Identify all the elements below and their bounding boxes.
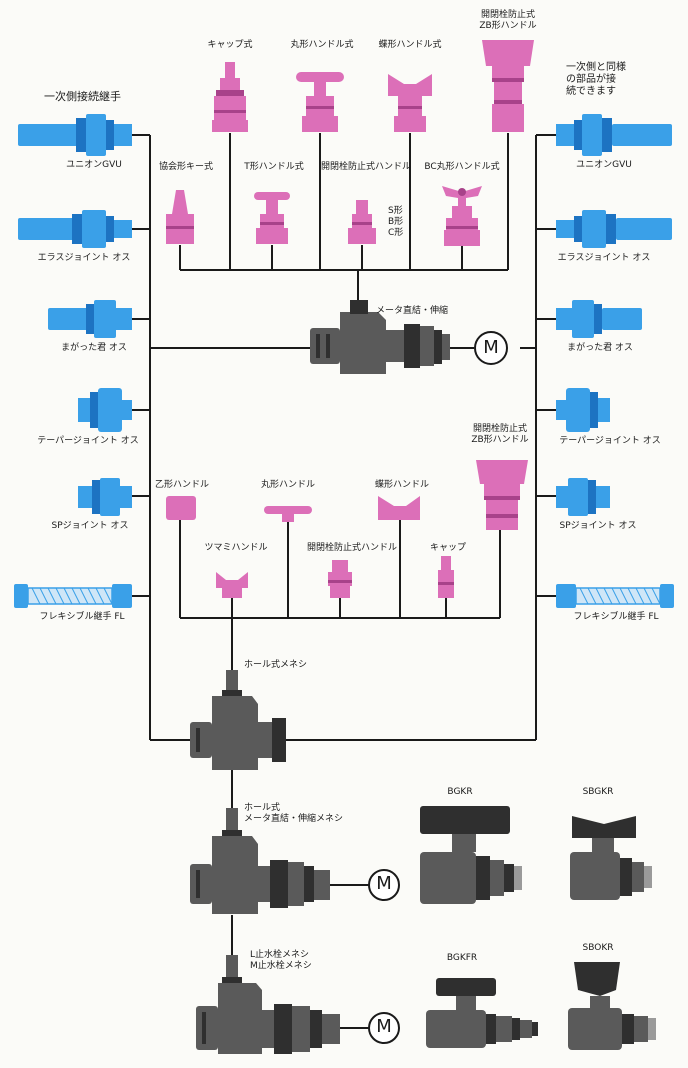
lower-handle-label: 開閉栓防止式ハンドル	[307, 543, 397, 554]
hole-label: ホール式メネシ	[244, 660, 307, 671]
lower-handle-label: キャップ	[430, 543, 466, 554]
lower-handle-label: 開閉栓防止式 ZB形ハンドル	[471, 424, 528, 446]
right-fitting-label: まがった君 オス	[567, 343, 633, 354]
left-fitting-label: テーパージョイント オス	[37, 436, 139, 447]
right-fitting-taper-joint	[556, 388, 610, 432]
meter-symbol: M	[376, 1017, 392, 1037]
lower-handle-label: 蝶形ハンドル	[375, 480, 429, 491]
right-fitting-label: エラスジョイント オス	[558, 253, 651, 264]
upper-handle-label: 蝶形ハンドル式	[378, 40, 441, 51]
butterfly-handle-lower	[378, 496, 420, 520]
left-fitting-taper-joint	[78, 388, 132, 432]
otsu-handle	[166, 496, 196, 520]
cap-type-handle	[212, 62, 248, 132]
left-fitting-label: ユニオンGVU	[66, 160, 122, 171]
ball-valve-sbgkr	[570, 816, 652, 900]
upper-valve-label: メータ直結・伸縮	[376, 306, 448, 317]
left-fitting-label: エラスジョイント オス	[38, 253, 131, 264]
left-fitting-label: まがった君 オス	[61, 343, 127, 354]
meter-symbol: M	[376, 874, 392, 894]
right-fitting-label: テーパージョイント オス	[559, 436, 661, 447]
round-handle-lower	[264, 506, 312, 522]
left-fitting-label: フレキシブル継手 FL	[39, 612, 124, 623]
meter-symbol: M	[483, 338, 499, 358]
upper-handle-label: 開閉栓防止式ハンドル	[321, 162, 411, 173]
knob-handle	[216, 572, 248, 598]
upper-handle-label: T形ハンドル式	[244, 162, 304, 173]
t-handle	[254, 192, 290, 244]
sbc-label: S形 B形 C形	[388, 206, 403, 239]
ball-valve-sbokr	[568, 962, 656, 1050]
upper-handle-label: キャップ式	[207, 40, 252, 51]
cap-lower	[438, 556, 454, 598]
left-fitting-magatta-kun	[48, 300, 132, 338]
right-fitting-label: SPジョイント オス	[559, 521, 636, 532]
right-fitting-flexible-fl	[556, 584, 674, 608]
left-header: 一次側接続継手	[44, 90, 121, 103]
anti-tamper-handle-lower	[328, 560, 352, 598]
zb-handle-upper	[482, 40, 534, 132]
upper-handle-label: 協会形キー式	[159, 162, 213, 173]
ball-valve-bgkr	[420, 806, 522, 904]
round-handle	[296, 72, 344, 132]
lower-handle-label: 乙形ハンドル	[155, 480, 209, 491]
right-fitting-union-gvu	[556, 114, 672, 156]
stop-label: L止水栓メネシ M止水栓メネシ	[250, 950, 312, 972]
upper-handle-label: 丸形ハンドル式	[290, 40, 353, 51]
left-fitting-flexible-fl	[14, 584, 132, 608]
hole-type-valve	[190, 670, 286, 770]
lower-handle-label: 丸形ハンドル	[261, 480, 315, 491]
lower-handle-label: ツマミハンドル	[204, 543, 267, 554]
association-key-handle	[166, 190, 194, 244]
left-fitting-union-gvu	[18, 114, 132, 156]
right-fitting-label: ユニオンGVU	[576, 160, 632, 171]
right-header: 一次側と同様 の部品が接 続できます	[566, 62, 626, 98]
zb-handle-lower	[476, 460, 528, 530]
bc-round-handle	[442, 186, 482, 246]
anti-tamper-handle-upper	[348, 200, 376, 244]
ball-valve-label: SBGKR	[583, 787, 614, 798]
upper-handle-label: 開閉栓防止式 ZB形ハンドル	[479, 10, 536, 32]
left-fitting-elas-joint	[18, 210, 132, 248]
butterfly-handle	[388, 74, 432, 132]
right-fitting-elas-joint	[556, 210, 672, 248]
right-fitting-magatta-kun	[556, 300, 642, 338]
ball-valve-label: SBOKR	[583, 943, 614, 954]
ball-valve-label: BGKR	[447, 787, 472, 798]
ball-valve-label: BGKFR	[447, 953, 477, 964]
left-fitting-label: SPジョイント オス	[51, 521, 128, 532]
upper-handle-label: BC丸形ハンドル式	[424, 162, 499, 173]
right-fitting-label: フレキシブル継手 FL	[573, 612, 658, 623]
right-fitting-sp-joint	[556, 478, 610, 516]
hole-meter-label: ホール式 メータ直結・伸縮メネシ	[244, 803, 343, 825]
ball-valve-bgkfr	[426, 978, 538, 1048]
left-fitting-sp-joint	[78, 478, 132, 516]
